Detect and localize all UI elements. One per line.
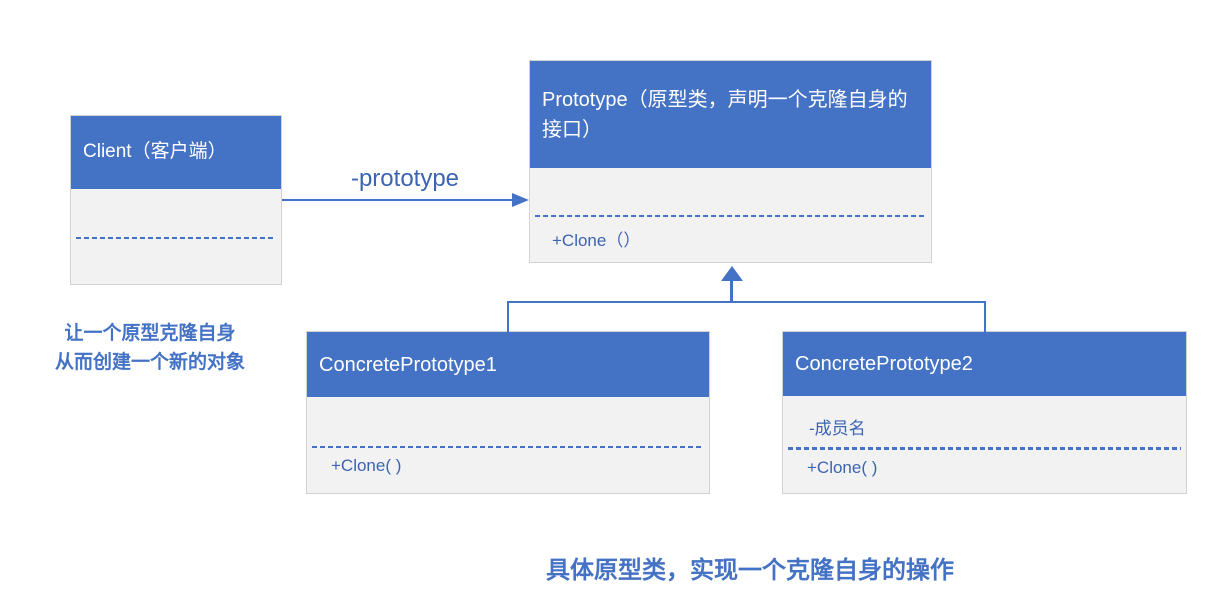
concrete1-section-divider xyxy=(312,446,704,448)
association-label: -prototype xyxy=(350,165,460,192)
note-left: 让一个原型克隆自身 从而创建一个新的对象 xyxy=(25,319,275,377)
class-header-prototype: Prototype（原型类，声明一个克隆自身的接口） xyxy=(530,61,931,168)
class-header-client: Client（客户端） xyxy=(71,116,281,189)
class-box-client: Client（客户端） xyxy=(70,115,282,285)
inheritance-stub-right xyxy=(984,301,986,332)
prototype-method-clone: +Clone（） xyxy=(552,231,641,250)
concrete2-method-clone: +Clone( ) xyxy=(807,458,878,477)
class-title-concrete-prototype1: ConcretePrototype1 xyxy=(319,353,497,376)
association-arrowhead-icon xyxy=(512,193,529,207)
concrete2-section-divider xyxy=(788,447,1181,450)
client-section-divider xyxy=(76,237,276,239)
class-box-prototype: Prototype（原型类，声明一个克隆自身的接口） +Clone（） xyxy=(529,60,932,263)
caption-bottom: 具体原型类，实现一个克隆自身的操作 xyxy=(546,557,954,584)
class-title-concrete-prototype2: ConcretePrototype2 xyxy=(795,353,973,375)
note-left-line1: 让一个原型克隆自身 xyxy=(64,323,236,344)
class-header-concrete-prototype1: ConcretePrototype1 xyxy=(307,332,709,397)
concrete2-attribute-member: -成员名 xyxy=(809,419,866,438)
inheritance-arrowhead-icon xyxy=(721,266,743,281)
class-box-concrete-prototype1: ConcretePrototype1 +Clone( ) xyxy=(306,331,710,494)
concrete1-method-clone: +Clone( ) xyxy=(331,456,402,475)
note-left-line2: 从而创建一个新的对象 xyxy=(54,352,245,373)
inheritance-center-line xyxy=(730,280,733,302)
association-line xyxy=(282,199,514,201)
prototype-section-divider xyxy=(535,215,926,217)
class-title-prototype: Prototype（原型类，声明一个克隆自身的接口） xyxy=(542,88,908,141)
class-title-client: Client（客户端） xyxy=(83,141,227,163)
class-header-concrete-prototype2: ConcretePrototype2 xyxy=(783,332,1186,396)
inheritance-horizontal-line xyxy=(507,301,986,303)
inheritance-stub-left xyxy=(507,301,509,332)
class-box-concrete-prototype2: ConcretePrototype2 -成员名 +Clone( ) xyxy=(782,331,1187,494)
